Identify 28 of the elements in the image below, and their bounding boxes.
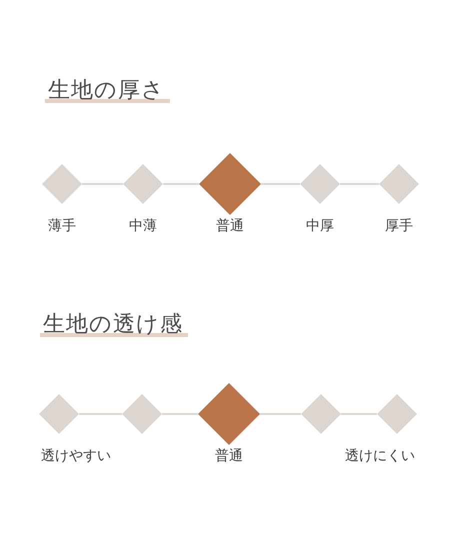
diamond-marker: [42, 164, 82, 204]
connector-line: [341, 413, 377, 415]
connector-line: [162, 413, 198, 415]
diamond-marker: [300, 164, 340, 204]
diamond-marker: [379, 164, 419, 204]
diamond-marker: [122, 394, 162, 434]
scale-label: 薄手: [48, 217, 76, 235]
connector-line: [163, 183, 199, 185]
scale-label: 中薄: [129, 217, 157, 235]
section-heading: 生地の透け感: [40, 311, 188, 339]
section-heading: 生地の厚さ: [45, 77, 170, 105]
highlighted-diamond-marker: [199, 153, 261, 215]
diamond-marker: [39, 394, 79, 434]
scale-label: 普通: [215, 447, 243, 465]
diamond-marker: [377, 394, 417, 434]
scale-label: 透けにくい: [345, 447, 415, 465]
connector-line: [79, 413, 122, 415]
scale-label: 普通: [216, 217, 244, 235]
connector-line: [82, 183, 123, 185]
diamond-marker: [123, 164, 163, 204]
connector-line: [261, 183, 300, 185]
connector-line: [260, 413, 301, 415]
diamond-marker: [301, 394, 341, 434]
scale-label: 厚手: [385, 217, 413, 235]
scale-label: 中厚: [306, 217, 334, 235]
highlighted-diamond-marker: [198, 383, 260, 445]
scale-label: 透けやすい: [41, 447, 111, 465]
connector-line: [340, 183, 379, 185]
